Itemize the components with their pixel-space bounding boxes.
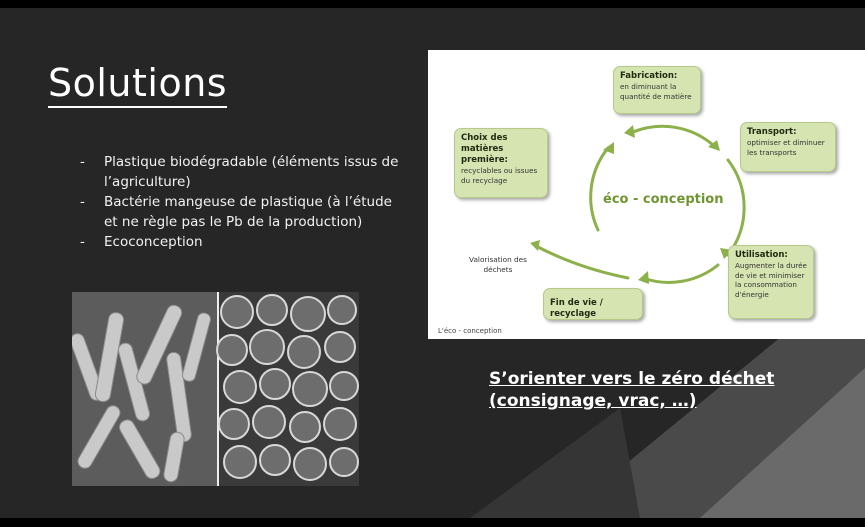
box-description: Augmenter la durée de vie et minimiser l… <box>735 261 807 299</box>
box-title: Fabrication: <box>620 71 678 81</box>
bullet-item: Ecoconception <box>80 232 400 252</box>
box-title: Choix des matières première: <box>461 133 508 165</box>
bullet-item: Plastique biodégradable (éléments issus … <box>80 152 400 192</box>
box-description: recyclables ou issues du recyclage <box>461 166 538 185</box>
transport-box: Transport: optimiser et diminuer les tra… <box>740 122 836 172</box>
choix-matieres-box: Choix des matières première: recyclables… <box>454 128 548 198</box>
diagram-caption: L'éco - conception <box>438 327 502 335</box>
bullet-item: Bactérie mangeuse de plastique (à l’étud… <box>80 192 400 232</box>
zero-dechet-line-2: (consignage, vrac, …) <box>489 391 697 411</box>
bullet-list: Plastique biodégradable (éléments issus … <box>80 152 400 252</box>
box-description: optimiser et diminuer les transports <box>747 138 825 157</box>
valorisation-label: Valorisation des déchets <box>469 255 527 274</box>
fin-de-vie-box: Fin de vie / recyclage <box>543 288 643 320</box>
diagram-center-label: éco - conception <box>603 192 724 207</box>
box-description: en diminuant la quantité de matière <box>620 82 692 101</box>
presentation-slide: Solutions Plastique biodégradable (éléme… <box>0 8 865 518</box>
zero-dechet-line-1: S’orienter vers le zéro déchet <box>489 369 775 389</box>
microscope-images <box>72 292 359 486</box>
box-title: Fin de vie / recyclage <box>550 298 603 319</box>
slide-title: Solutions <box>48 63 228 108</box>
zero-dechet-text: S’orienter vers le zéro déchet (consigna… <box>489 368 774 412</box>
box-title: Utilisation: <box>735 250 788 260</box>
eco-conception-diagram: Fabrication: en diminuant la quantité de… <box>428 50 865 339</box>
box-title: Transport: <box>747 127 797 137</box>
utilisation-box: Utilisation: Augmenter la durée de vie e… <box>728 245 814 319</box>
fabrication-box: Fabrication: en diminuant la quantité de… <box>613 66 701 114</box>
